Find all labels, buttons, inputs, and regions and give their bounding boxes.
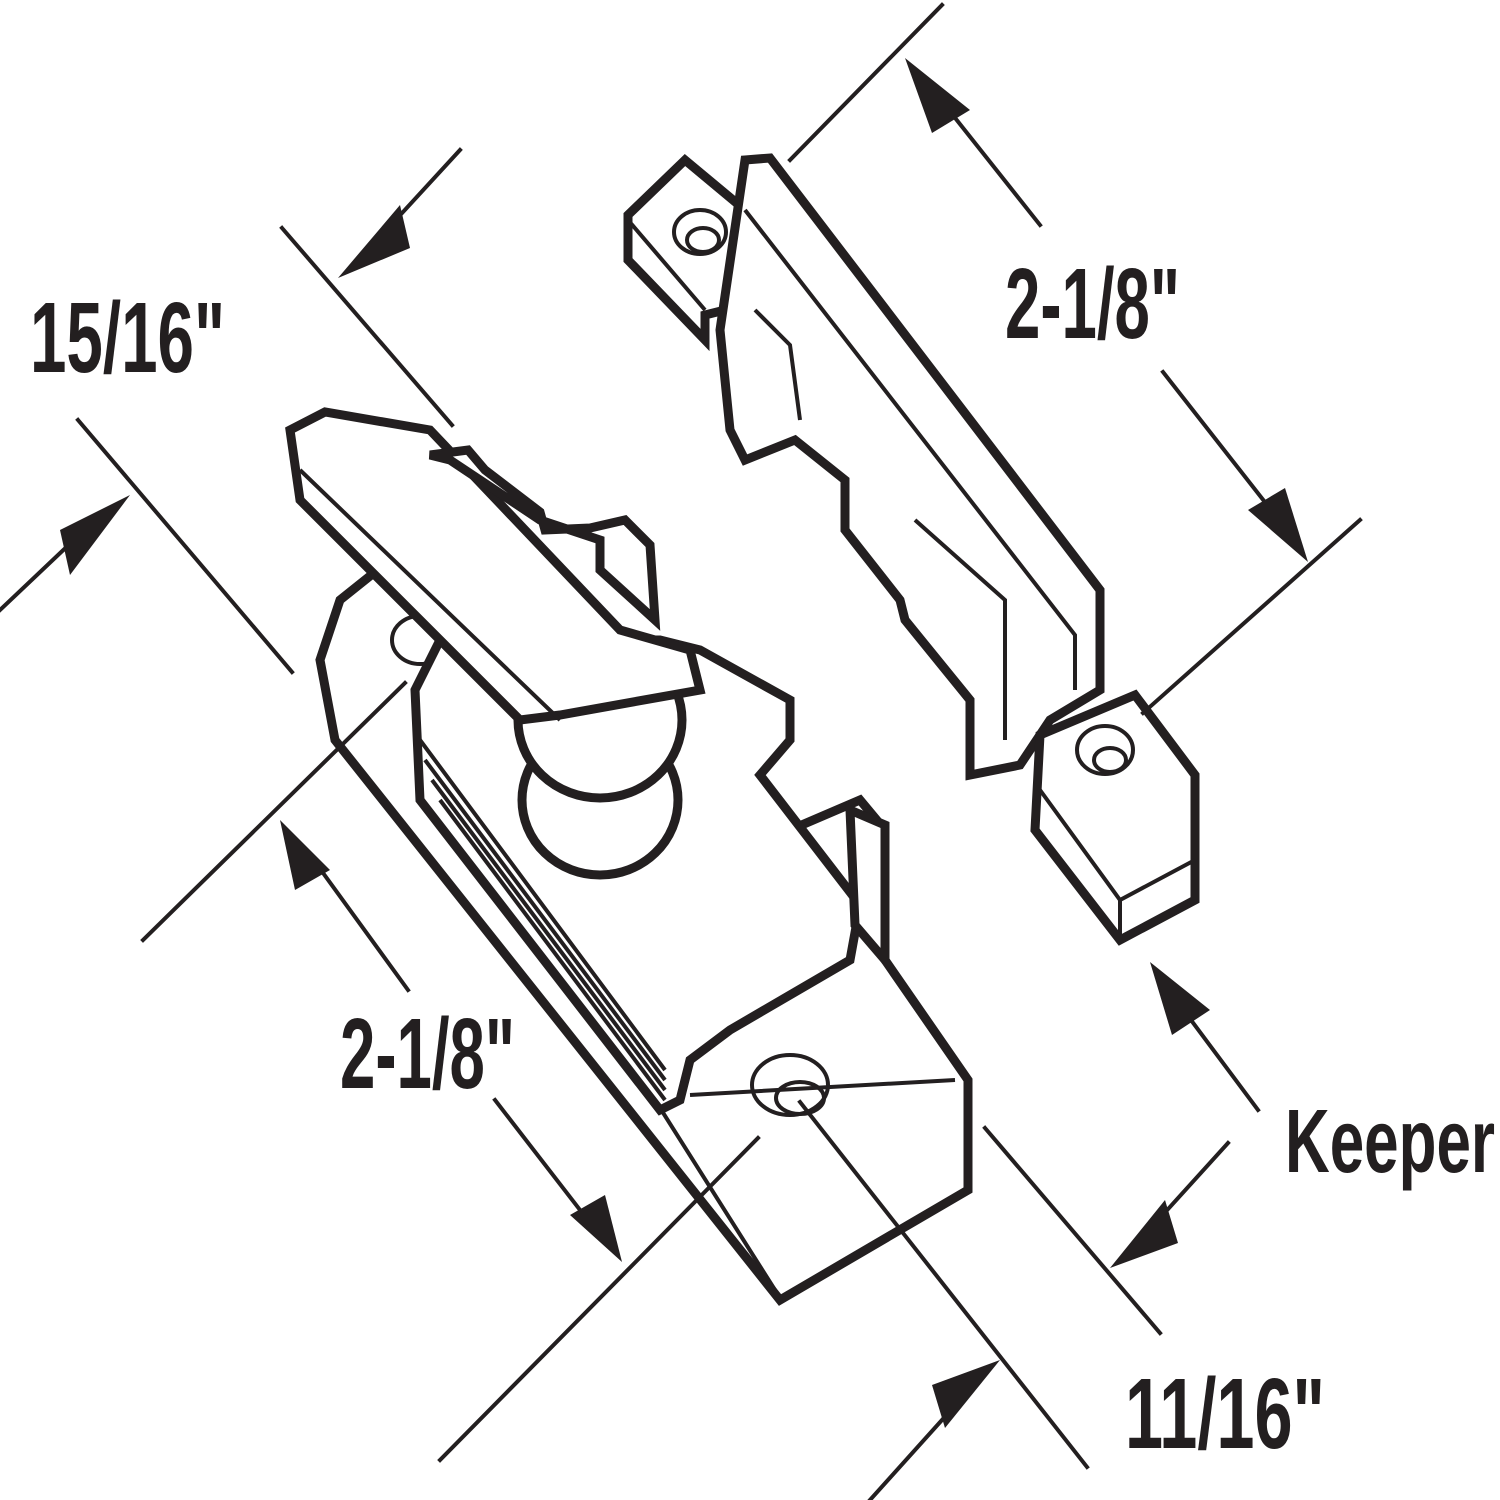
dim-15-16-ext-lower	[75, 417, 295, 675]
dimension-lines	[0, 2, 1363, 1500]
lock-body-ribs	[418, 738, 667, 1102]
label-lock-width: 15/16"	[30, 282, 225, 394]
keeper-callout-arrowhead	[1150, 962, 1210, 1035]
keeper-rail-inner	[743, 208, 1077, 740]
keeper-bottom-block	[1030, 689, 1200, 946]
dim-15-16-ext-upper	[279, 225, 455, 428]
dim-keeper-length-arrowhead-lower	[1248, 488, 1308, 562]
dim-lock-length-arrowhead-lower	[570, 1195, 622, 1262]
keeper-top-block-edge	[626, 218, 707, 312]
lock-screw-hole-lower	[750, 1053, 830, 1117]
keeper-bottom-hole	[1075, 724, 1135, 776]
keeper-top-hole	[672, 208, 728, 256]
sash-lock-drawing	[285, 407, 973, 1306]
dim-keeper-length-ext-lower	[1140, 517, 1363, 716]
label-lock-length: 2-1/8"	[340, 998, 515, 1110]
dim-keeper-length-arrowhead-upper	[905, 58, 970, 133]
label-keeper-height: 11/16"	[1125, 1358, 1325, 1470]
lock-side-tab	[845, 803, 890, 973]
lock-teeth	[428, 445, 661, 631]
dim-11-16-ext-lower	[797, 1099, 1090, 1470]
lock-screw-tab-face	[653, 1078, 956, 1292]
label-keeper-length: 2-1/8"	[1005, 248, 1180, 360]
dim-15-16-arrowhead-upper	[338, 205, 410, 278]
keeper-drawing	[623, 153, 1200, 946]
dim-lock-length-arrowhead-upper	[280, 820, 330, 890]
dim-15-16-arrowhead-lower	[60, 495, 130, 575]
dim-lock-length-ext-lower	[437, 1135, 761, 1463]
dim-11-16-arrowhead-upper	[1110, 1200, 1178, 1268]
lock-screw-hole-lower-inner	[774, 1080, 826, 1116]
keeper-top-hole-inner	[685, 226, 721, 254]
lock-handle-lever-edge	[298, 468, 562, 722]
label-keeper-name: Keeper	[1285, 1092, 1495, 1192]
keeper-bottom-block-edge	[1038, 788, 1196, 940]
dim-11-16-ext-upper	[982, 1125, 1163, 1336]
dim-11-16-arrowhead-lower	[932, 1360, 1000, 1428]
dim-keeper-length-arrow-line-lower	[1160, 369, 1278, 518]
lock-handle-lever	[285, 407, 706, 725]
keeper-callout-leader	[1182, 1009, 1261, 1113]
dim-lock-length-arrow-line-lower	[492, 1097, 583, 1213]
dim-lock-length-arrow-line-upper	[307, 852, 411, 993]
dim-lock-length-ext-upper	[140, 680, 408, 943]
dim-keeper-length-ext-upper	[787, 2, 945, 163]
keeper-bottom-hole-inner	[1092, 746, 1128, 774]
